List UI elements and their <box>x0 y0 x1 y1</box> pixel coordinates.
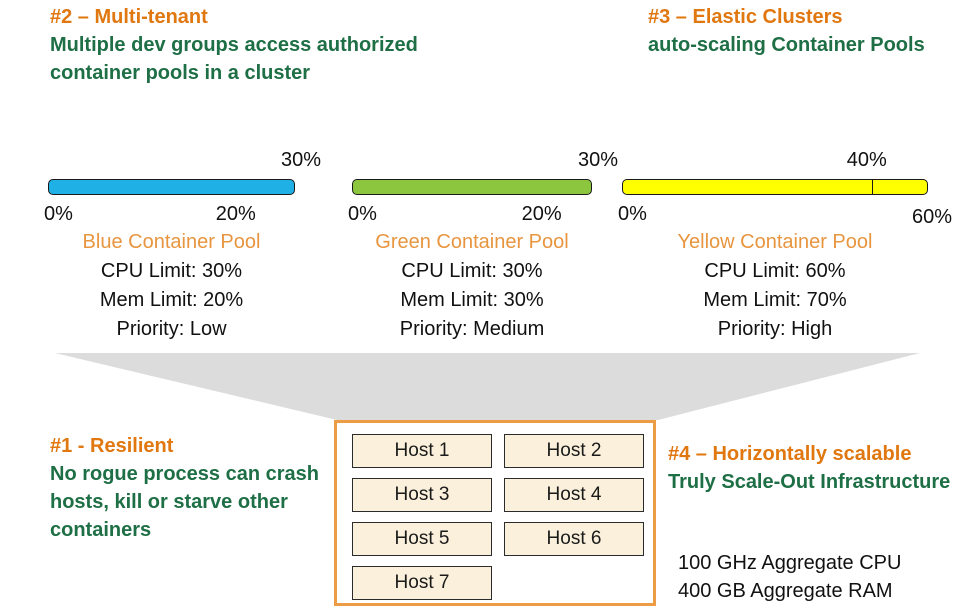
pool-blue-usage-label: 30% <box>280 149 321 171</box>
note-resilient-title: #1 - Resilient <box>50 435 174 457</box>
pool-yellow-cpu-limit: CPU Limit: 60% <box>704 260 846 282</box>
pool-blue-info: Blue Container Pool CPU Limit: 30% Mem L… <box>8 228 335 344</box>
host-5: Host 5 <box>352 522 492 556</box>
pool-blue-cpu-limit: CPU Limit: 30% <box>100 260 243 282</box>
cluster-host-box: Host 1 Host 2 Host 3 Host 4 Host 5 Host … <box>334 420 656 606</box>
pool-blue-name: Blue Container Pool <box>82 231 261 253</box>
pool-green-name: Green Container Pool <box>375 231 569 253</box>
pool-blue: 30% 0% 20% Blue Container Pool CPU Limit… <box>44 149 321 340</box>
note-multi-tenant-body: Multiple dev groups access authorized co… <box>50 34 418 84</box>
host-2: Host 2 <box>504 434 644 468</box>
pool-yellow-axis-end: 60% <box>911 206 952 228</box>
pool-yellow-axis-start: 0% <box>618 203 647 225</box>
host-3: Host 3 <box>352 478 492 512</box>
note-elastic-clusters-title: #3 – Elastic Clusters <box>648 6 843 28</box>
pool-yellow-mem-limit: Mem Limit: 70% <box>703 289 847 311</box>
host-1: Host 1 <box>352 434 492 468</box>
aggregate-ram: 400 GB Aggregate RAM <box>678 580 893 602</box>
pool-blue-axis-mid: 20% <box>215 203 256 225</box>
note-multi-tenant: #2 – Multi-tenant Multiple dev groups ac… <box>50 3 445 87</box>
aggregate-cpu: 100 GHz Aggregate CPU <box>678 552 902 574</box>
pool-yellow: 40% 0% 60% Yellow Container Pool CPU Lim… <box>618 149 952 340</box>
pool-green-info: Green Container Pool CPU Limit: 30% Mem … <box>312 228 632 344</box>
aggregate-capacity: 100 GHz Aggregate CPU 400 GB Aggregate R… <box>678 549 901 605</box>
pool-green-mem-limit: Mem Limit: 30% <box>400 289 544 311</box>
pool-yellow-capacity-bar <box>622 179 928 195</box>
note-multi-tenant-title: #2 – Multi-tenant <box>50 6 208 28</box>
pool-yellow-usage-label: 40% <box>846 149 887 171</box>
pool-blue-axis-start: 0% <box>44 203 73 225</box>
pool-yellow-name: Yellow Container Pool <box>677 231 873 253</box>
pool-yellow-info: Yellow Container Pool CPU Limit: 60% Mem… <box>582 228 960 344</box>
note-scalable: #4 – Horizontally scalable Truly Scale-O… <box>668 440 960 496</box>
pool-yellow-priority: Priority: High <box>717 318 833 340</box>
host-4: Host 4 <box>504 478 644 512</box>
pool-green-cpu-limit: CPU Limit: 30% <box>401 260 543 282</box>
note-scalable-title: #4 – Horizontally scalable <box>668 443 912 465</box>
pool-green-usage-label: 30% <box>577 149 618 171</box>
note-resilient: #1 - Resilient No rogue process can cras… <box>50 432 328 544</box>
host-6: Host 6 <box>504 522 644 556</box>
pool-blue-priority: Priority: Low <box>116 318 227 340</box>
pool-blue-mem-limit: Mem Limit: 20% <box>99 289 244 311</box>
pool-green-axis-start: 0% <box>348 203 377 225</box>
pool-yellow-usage-divider <box>872 180 874 194</box>
note-elastic-clusters-body: auto-scaling Container Pools <box>648 34 925 56</box>
pool-blue-capacity-bar <box>48 179 295 195</box>
host-7: Host 7 <box>352 566 492 600</box>
note-resilient-body: No rogue process can crash hosts, kill o… <box>50 463 319 541</box>
pool-green: 30% 0% 20% Green Container Pool CPU Limi… <box>348 149 618 340</box>
pool-green-capacity-bar <box>352 179 592 195</box>
note-scalable-body: Truly Scale-Out Infrastructure <box>668 471 951 493</box>
pool-green-priority: Priority: Medium <box>399 318 545 340</box>
note-elastic-clusters: #3 – Elastic Clusters auto-scaling Conta… <box>648 3 958 59</box>
pool-green-axis-mid: 20% <box>521 203 562 225</box>
